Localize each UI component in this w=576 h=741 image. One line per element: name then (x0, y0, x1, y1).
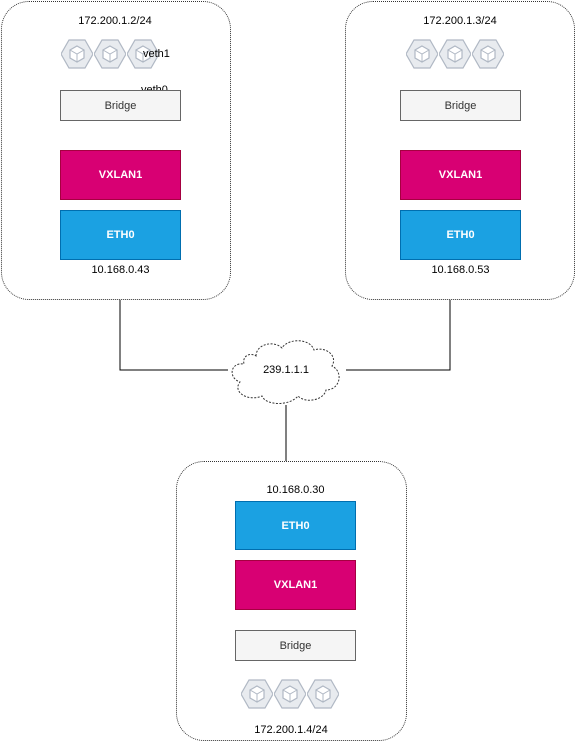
host-3-ip: 10.168.0.30 (266, 484, 325, 496)
host-2-bridge: Bridge (400, 90, 521, 121)
container-cube-icon (438, 38, 472, 70)
container-cube-icon (60, 38, 94, 70)
container-cube-icon (405, 38, 439, 70)
host-2-ip: 10.168.0.53 (431, 264, 490, 276)
cloud-label: 239.1.1.1 (263, 364, 309, 376)
host-1-ip: 10.168.0.43 (91, 264, 150, 276)
container-cube-icon (273, 678, 307, 710)
host-2-vxlan: VXLAN1 (400, 150, 521, 200)
host-3-bridge: Bridge (235, 630, 356, 661)
container-cube-icon (93, 38, 127, 70)
cloud-icon (226, 336, 346, 406)
underlay-link-host2 (346, 300, 451, 371)
container-cube-icon (306, 678, 340, 710)
veth1-label: veth1 (143, 48, 170, 60)
underlay-link-host1 (119, 300, 228, 371)
host-3-eth: ETH0 (235, 501, 356, 550)
host-1-vxlan: VXLAN1 (60, 150, 181, 200)
host-1-bridge: Bridge (60, 90, 181, 121)
host-1-subnet: 172.200.1.2/24 (78, 15, 152, 27)
host-1-eth: ETH0 (60, 210, 181, 260)
container-cube-icon (471, 38, 505, 70)
host-2-eth: ETH0 (400, 210, 521, 260)
host-3-subnet: 172.200.1.4/24 (254, 724, 328, 736)
host-3-vxlan: VXLAN1 (235, 560, 356, 610)
host-2-subnet: 172.200.1.3/24 (423, 15, 497, 27)
container-cube-icon (240, 678, 274, 710)
container-cube-icon (126, 38, 160, 70)
